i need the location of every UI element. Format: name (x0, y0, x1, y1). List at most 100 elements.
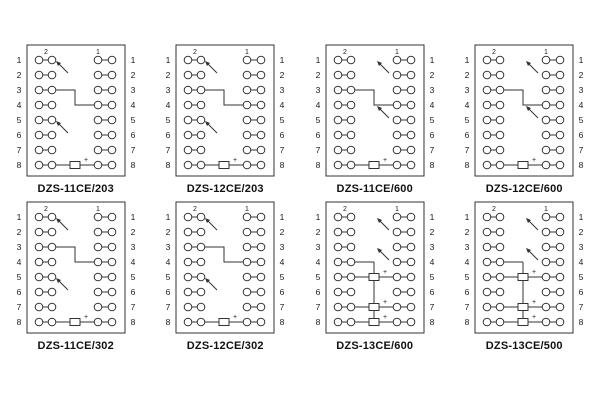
terminal-number-right: 3 (429, 85, 434, 95)
terminal-circle (482, 55, 492, 65)
terminal-circle (333, 302, 343, 312)
terminal-number-right: 2 (429, 70, 434, 80)
terminal-circle (392, 160, 402, 170)
coil-symbol (368, 161, 380, 169)
terminal-number-right: 4 (130, 257, 135, 267)
terminal-circle (47, 257, 57, 267)
terminal-circle (392, 257, 402, 267)
terminal-number-right: 2 (130, 70, 135, 80)
terminal-circle (406, 212, 416, 222)
terminal-number-right: 6 (130, 287, 135, 297)
terminal-circle (47, 85, 57, 95)
terminal-number-left: 3 (315, 242, 320, 252)
terminal-circle (183, 212, 193, 222)
terminal-circle (541, 317, 551, 327)
terminal-circle (406, 100, 416, 110)
terminal-circle (346, 85, 356, 95)
terminal-circle (107, 160, 117, 170)
terminal-circle (392, 212, 402, 222)
terminal-number-left: 5 (16, 272, 21, 282)
terminal-number-left: 8 (465, 160, 470, 170)
terminal-circle (333, 287, 343, 297)
terminal-number-left: 4 (465, 100, 470, 110)
terminal-circle (482, 317, 492, 327)
terminal-circle (555, 115, 565, 125)
terminal-number-left: 1 (315, 212, 320, 222)
terminal-number-right: 7 (579, 302, 584, 312)
terminal-number-left: 6 (465, 130, 470, 140)
terminal-circle (541, 145, 551, 155)
terminal-circle (93, 212, 103, 222)
terminal-circle (495, 70, 505, 80)
terminal-circle (183, 257, 193, 267)
terminal-group-label-right: 1 (544, 49, 548, 56)
terminal-number-left: 2 (16, 70, 21, 80)
terminal-circle (346, 115, 356, 125)
terminal-group-label-left: 2 (492, 49, 496, 56)
terminal-number-right: 3 (579, 242, 584, 252)
contact-arrow-icon (55, 61, 61, 66)
terminal-number-right: 1 (280, 55, 285, 65)
terminal-number-right: 7 (579, 145, 584, 155)
terminal-circle (482, 257, 492, 267)
terminal-number-left: 1 (465, 55, 470, 65)
terminal-circle (495, 212, 505, 222)
terminal-number-right: 3 (130, 85, 135, 95)
terminal-circle (196, 130, 206, 140)
terminal-circle (555, 100, 565, 110)
terminal-circle (107, 115, 117, 125)
terminal-number-right: 6 (130, 130, 135, 140)
terminal-circle (47, 160, 57, 170)
terminal-circle (333, 100, 343, 110)
terminal-number-right: 6 (280, 287, 285, 297)
crossover-wire (51, 89, 98, 106)
coil-symbol (368, 318, 380, 326)
terminal-number-right: 3 (429, 242, 434, 252)
terminal-circle (256, 160, 266, 170)
terminal-number-left: 8 (16, 160, 21, 170)
terminal-number-right: 6 (579, 130, 584, 140)
terminal-circle (346, 212, 356, 222)
terminal-circle (541, 212, 551, 222)
terminal-circle (242, 85, 252, 95)
terminal-circle (541, 272, 551, 282)
terminal-circle (495, 317, 505, 327)
terminal-circle (333, 272, 343, 282)
terminal-group-label-left: 2 (193, 49, 197, 56)
terminal-circle (107, 85, 117, 95)
terminal-number-left: 6 (16, 287, 21, 297)
terminal-circle (107, 272, 117, 282)
contact-arrow-icon (526, 218, 532, 223)
terminal-group-label-left: 2 (44, 49, 48, 56)
polarity-plus: + (532, 314, 536, 321)
terminal-circle (242, 145, 252, 155)
polarity-plus: + (233, 314, 237, 321)
terminal-number-left: 3 (465, 85, 470, 95)
terminal-circle (555, 160, 565, 170)
polarity-plus: + (532, 299, 536, 306)
terminal-circle (93, 115, 103, 125)
terminal-group-label-left: 2 (343, 49, 347, 56)
terminal-circle (256, 85, 266, 95)
terminal-circle (242, 55, 252, 65)
terminal-number-left: 8 (166, 160, 171, 170)
terminal-circle (256, 100, 266, 110)
terminal-circle (242, 115, 252, 125)
terminal-circle (107, 55, 117, 65)
coil-symbol (517, 303, 529, 311)
terminal-number-right: 2 (579, 70, 584, 80)
terminal-circle (555, 287, 565, 297)
terminal-number-left: 3 (465, 242, 470, 252)
terminal-number-right: 8 (579, 160, 584, 170)
terminal-circle (346, 145, 356, 155)
terminal-circle (541, 242, 551, 252)
terminal-number-left: 8 (465, 317, 470, 327)
terminal-number-right: 4 (579, 257, 584, 267)
terminal-circle (34, 115, 44, 125)
terminal-group-label-left: 2 (44, 206, 48, 213)
